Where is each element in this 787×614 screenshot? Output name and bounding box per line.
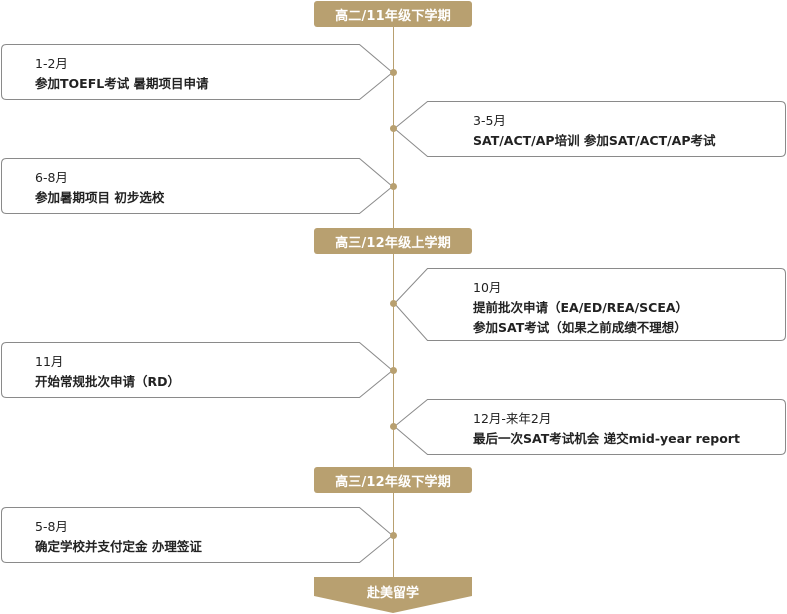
event-date: 1-2月 <box>35 56 68 71</box>
event-date: 5-8月 <box>35 519 68 534</box>
timeline-dot <box>390 532 397 539</box>
event-desc-line2: 参加SAT考试（如果之前成绩不理想） <box>473 320 687 335</box>
event-card-frame <box>393 399 786 455</box>
arrow-shape <box>314 577 472 613</box>
event-desc: 确定学校并支付定金 办理签证 <box>35 539 202 554</box>
event-desc: 参加TOEFL考试 暑期项目申请 <box>35 76 209 91</box>
event-card-frame <box>1 342 394 398</box>
event-card-oct: 10月 提前批次申请（EA/ED/REA/SCEA） 参加SAT考试（如果之前成… <box>391 268 787 342</box>
event-card-may-aug: 5-8月 确定学校并支付定金 办理签证 <box>1 507 396 564</box>
final-arrow: 赴美留学 <box>314 577 472 614</box>
timeline-dot <box>390 367 397 374</box>
event-date: 11月 <box>35 354 64 369</box>
event-card-nov: 11月 开始常规批次申请（RD） <box>1 342 396 399</box>
timeline-dot <box>390 183 397 190</box>
event-card-frame <box>1 507 394 563</box>
timeline-dot <box>390 69 397 76</box>
event-desc: SAT/ACT/AP培训 参加SAT/ACT/AP考试 <box>473 133 716 148</box>
event-date: 12月-来年2月 <box>473 411 552 426</box>
timeline-dot <box>390 300 397 307</box>
event-date: 3-5月 <box>473 113 506 128</box>
event-card-jun-aug: 6-8月 参加暑期项目 初步选校 <box>1 158 396 215</box>
event-card-mar-may: 3-5月 SAT/ACT/AP培训 参加SAT/ACT/AP考试 <box>391 101 787 158</box>
event-date: 10月 <box>473 280 502 295</box>
event-desc: 参加暑期项目 初步选校 <box>35 190 165 205</box>
timeline-dot <box>390 423 397 430</box>
event-desc: 提前批次申请（EA/ED/REA/SCEA） <box>473 300 689 315</box>
event-desc: 开始常规批次申请（RD） <box>35 374 181 389</box>
event-card-frame <box>393 268 786 341</box>
event-desc: 最后一次SAT考试机会 递交mid-year report <box>473 431 740 446</box>
event-card-jan-feb: 1-2月 参加TOEFL考试 暑期项目申请 <box>1 44 396 101</box>
timeline-dot <box>390 125 397 132</box>
stage-header-grade11-spring: 高二/11年级下学期 <box>314 1 472 27</box>
event-date: 6-8月 <box>35 170 68 185</box>
event-card-frame <box>1 44 394 100</box>
stage-header-grade12-fall: 高三/12年级上学期 <box>314 228 472 254</box>
final-arrow-label: 赴美留学 <box>366 586 419 601</box>
event-card-dec-feb: 12月-来年2月 最后一次SAT考试机会 递交mid-year report <box>391 399 787 456</box>
event-card-frame <box>393 101 786 157</box>
stage-header-grade12-spring: 高三/12年级下学期 <box>314 467 472 493</box>
event-card-frame <box>1 158 394 214</box>
